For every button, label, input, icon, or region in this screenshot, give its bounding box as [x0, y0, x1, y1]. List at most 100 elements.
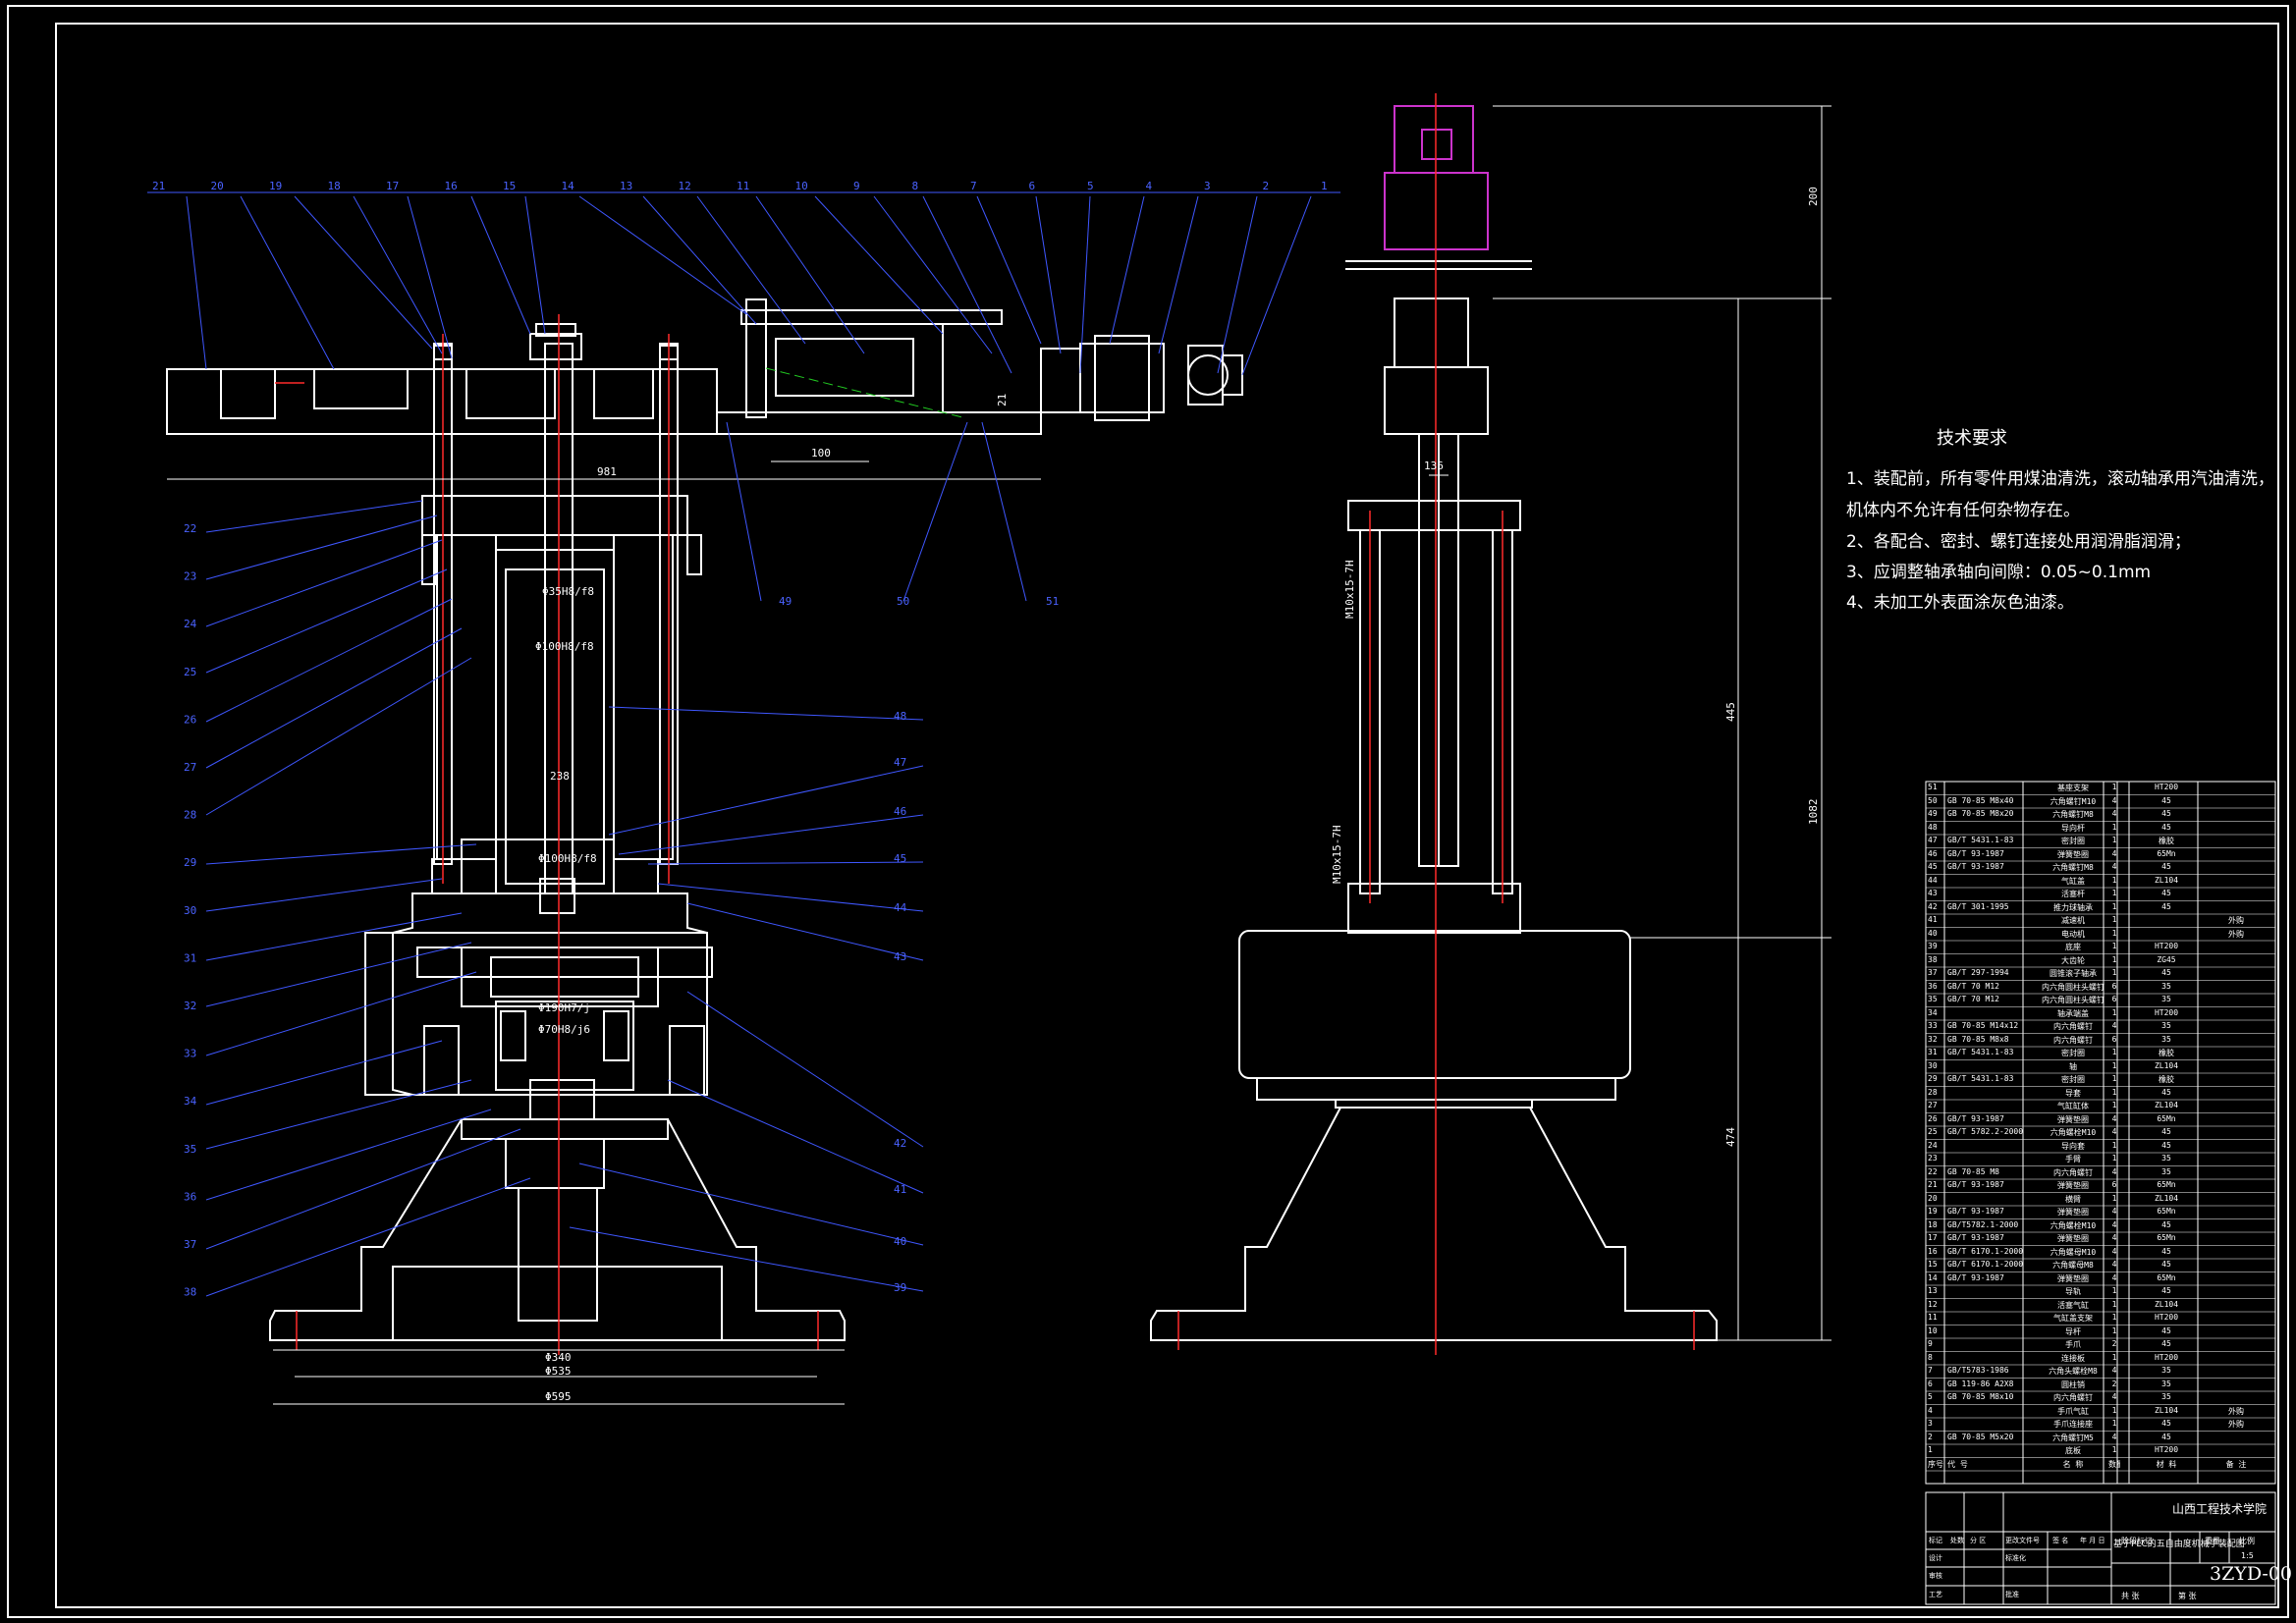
balloon-left-32: 32	[184, 1000, 196, 1012]
bom-cell-qty: 1	[2111, 1419, 2117, 1428]
tech-requirement-line-1: 1、装配前，所有零件用煤油清洗，滚动轴承用汽油清洗，	[1846, 469, 2274, 489]
bom-cell-mat: ZL104	[2154, 1193, 2179, 1203]
bom-cell-mat: 45	[2161, 1127, 2171, 1136]
bom-cell-no: 24	[1928, 1140, 1938, 1150]
side-centerlines	[1177, 93, 1695, 1355]
bom-cell-name: 圆锥滚子轴承	[2050, 969, 2097, 978]
bom-cell-name: 底板	[2065, 1446, 2081, 1455]
bom-cell-name: 六角螺钉M10	[2050, 796, 2097, 806]
balloon-top-21: 21	[152, 180, 165, 192]
bom-cell-no: 35	[1928, 995, 1938, 1003]
dim-h445: 445	[1724, 702, 1737, 722]
bom-cell-name: 导杆	[2065, 1326, 2081, 1336]
side-view-base-plate	[1345, 260, 1532, 270]
zone-label: 分 区	[1970, 1537, 1987, 1544]
bom-cell-no: 48	[1928, 822, 1938, 832]
bom-cell-qty: 1	[2111, 915, 2117, 924]
bom-cell-no: 7	[1928, 1366, 1933, 1375]
bom-cell-no: 46	[1928, 848, 1938, 858]
front-dashed-line	[765, 367, 963, 418]
bom-cell-mat: 35	[2161, 1366, 2171, 1375]
bom-cell-qty: 1	[2111, 889, 2117, 897]
bom-cell-qty: 4	[2111, 1233, 2117, 1242]
bom-cell-qty: 1	[2111, 1299, 2117, 1309]
bom-cell-no: 41	[1928, 915, 1938, 924]
bom-cell-no: 25	[1928, 1127, 1938, 1136]
bom-cell-no: 11	[1928, 1313, 1938, 1322]
bom-cell-mat: 45	[2161, 1286, 2171, 1295]
bom-cell-mat: HT200	[2154, 1445, 2179, 1454]
dim-fit-5: Φ70H8/j6	[538, 1023, 590, 1036]
bom-cell-name: 气缸缸体	[2057, 1102, 2089, 1110]
bom-cell-no: 20	[1928, 1193, 1938, 1203]
balloon-top-13: 13	[620, 180, 632, 192]
balloon-right-48: 48	[894, 710, 906, 723]
bom-cell-qty: 1	[2111, 1405, 2117, 1415]
balloon-left-33: 33	[184, 1048, 196, 1060]
bom-cell-note: 外购	[2228, 929, 2244, 939]
balloon-left-31: 31	[184, 951, 196, 964]
school-name: 山西工程技术学院	[2172, 1502, 2268, 1516]
front-centerlines	[275, 314, 819, 1355]
balloon-left-35: 35	[184, 1143, 196, 1156]
bom-cell-qty: 1	[2111, 783, 2117, 791]
bom-cell-code: GB 70-85 M8x40	[1947, 795, 2014, 805]
bom-cell-no: 51	[1928, 783, 1938, 791]
bom-cell-name: 活塞杆	[2061, 890, 2085, 898]
bom-cell-mat: ZG45	[2157, 954, 2176, 964]
balloon-right-45: 45	[894, 852, 906, 865]
bom-cell-qty: 1	[2111, 1313, 2117, 1322]
balloon-left-22: 22	[184, 522, 196, 535]
bom-cell-code: GB 70-85 M8x20	[1947, 809, 2014, 818]
balloon-top-8: 8	[912, 180, 919, 192]
bom-cell-mat: 45	[2161, 1432, 2171, 1441]
bom-header-row: 序号代 号名 称数量材 料备 注	[1926, 1458, 2275, 1471]
bom-cell-qty: 1	[2111, 1154, 2117, 1163]
tech-requirement-line-2: 机体内不允许有任何杂物存在。	[1846, 501, 2080, 520]
bom-cell-no: 33	[1928, 1021, 1938, 1030]
bom-cell-mat: 35	[2161, 1379, 2171, 1388]
bom-cell-no: 序号	[1928, 1459, 1943, 1469]
bom-cell-mat: HT200	[2154, 1007, 2179, 1017]
bom-cell-mat: 材 料	[2156, 1459, 2177, 1469]
bom-cell-name: 导套	[2065, 1088, 2081, 1098]
bom-cell-qty: 4	[2111, 1260, 2117, 1269]
bom-cell-qty: 1	[2111, 1007, 2117, 1017]
dimension-lines	[167, 105, 1831, 1405]
bom-cell-mat: HT200	[2154, 942, 2179, 950]
bom-cell-code: GB/T 5431.1-83	[1947, 1048, 2014, 1056]
bom-cell-mat: 65Mn	[2157, 848, 2176, 858]
bom-cell-name: 内六角螺钉	[2053, 1022, 2093, 1031]
bom-cell-name: 导向套	[2061, 1141, 2085, 1151]
bom-cell-mat: 橡胶	[2159, 837, 2174, 845]
dim-gap: 21	[996, 394, 1009, 406]
balloon-top-18: 18	[328, 180, 341, 192]
bom-row-lines	[1926, 794, 2275, 1472]
balloon-top-20: 20	[211, 180, 224, 192]
bom-cell-code: GB/T 6170.1-2000	[1947, 1246, 2024, 1256]
bom-cell-mat: 35	[2161, 1154, 2171, 1163]
bom-cell-qty: 1	[2111, 1060, 2117, 1070]
bom-cell-code: GB/T 297-1994	[1947, 968, 2009, 977]
dim-stroke: 100	[811, 447, 831, 460]
balloon-left-37: 37	[184, 1238, 196, 1251]
bom-cell-name: 轴	[2069, 1061, 2077, 1071]
bom-cell-qty: 6	[2111, 1180, 2117, 1189]
bom-cell-name: 手爪	[2065, 1340, 2081, 1349]
bom-cell-mat: 45	[2161, 1325, 2171, 1335]
bom-cell-no: 38	[1928, 954, 1938, 964]
